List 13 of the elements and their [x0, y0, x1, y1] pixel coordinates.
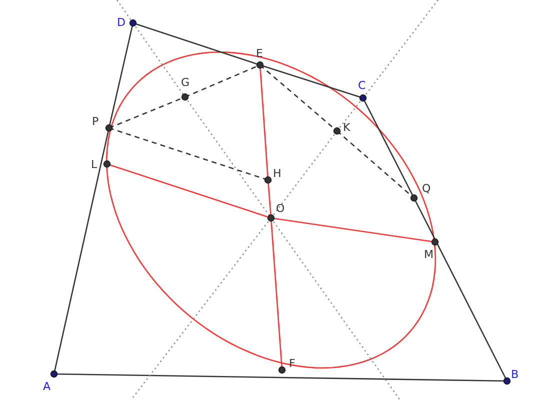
labeled-point: E [256, 47, 264, 69]
labeled-point: B [503, 368, 519, 385]
labeled-point: H [264, 167, 282, 184]
labeled-point: K [333, 121, 350, 135]
labeled-point: L [91, 158, 111, 171]
labeled-point: G [181, 76, 190, 101]
labeled-point: Q [410, 182, 431, 202]
labeled-point: D [117, 16, 137, 29]
labeled-point: M [424, 238, 439, 261]
labeled-point: A [43, 370, 58, 393]
labeled-point: P [92, 115, 113, 132]
labeled-point: C [358, 79, 367, 102]
labeled-point: O [267, 202, 285, 222]
